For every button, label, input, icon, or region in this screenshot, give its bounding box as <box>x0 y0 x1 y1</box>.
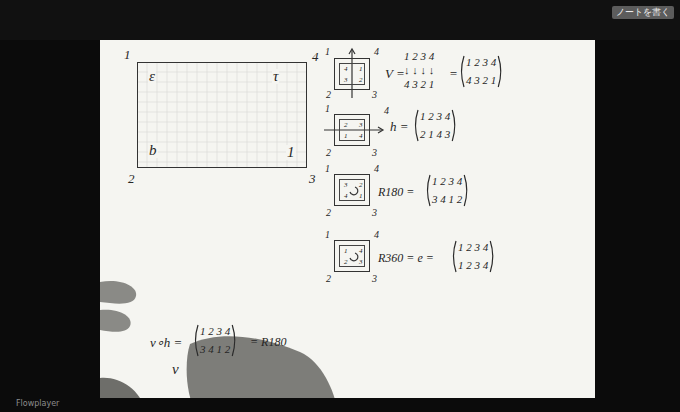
corner-number: 2 <box>326 90 331 100</box>
node-text: 1 <box>358 66 364 73</box>
corner-number: 2 <box>326 274 331 284</box>
matrix-row: 1 2 3 4 <box>466 57 496 68</box>
equation-text: V = <box>385 67 405 80</box>
node-text: 3 <box>358 259 364 266</box>
small-square: 3 2 4 1 <box>334 174 370 206</box>
node-text: 1 <box>286 145 296 160</box>
equation-text: h = <box>390 120 409 133</box>
corner-number: 4 <box>374 47 379 57</box>
hands <box>100 281 338 412</box>
matrix-row: 1 2 3 4 <box>404 51 434 62</box>
small-square: 1 4 2 3 <box>334 240 370 272</box>
equation-text: v∘h = <box>150 336 182 349</box>
node-text: 1 <box>343 248 349 255</box>
matrix-row: 1 2 3 4 <box>432 176 462 187</box>
equation-text: R180 = <box>378 186 414 198</box>
corner-number: 4 <box>384 106 389 116</box>
arrow-row: ↓ ↓ ↓ ↓ <box>404 65 434 76</box>
node-text: 2 <box>343 259 349 266</box>
matrix-row: 1 2 3 4 <box>458 242 488 253</box>
bracket <box>490 241 493 272</box>
equation-text: = <box>449 67 458 80</box>
bracket <box>464 175 467 206</box>
corner-number: 4 <box>374 230 379 240</box>
note-button: ノートを書く <box>612 6 674 19</box>
matrix-row: 1 2 3 4 <box>420 111 450 122</box>
small-square: 2 3 1 4 <box>334 114 370 146</box>
figure-rectangle: ε τ b 1 <box>137 62 307 168</box>
corner-number: 2 <box>326 148 331 158</box>
paper <box>100 40 595 398</box>
node-text: ε <box>148 69 156 84</box>
node-text: 1 <box>343 133 349 140</box>
node-text: 3 <box>343 77 349 84</box>
node-text: 4 <box>358 133 364 140</box>
rotation-mark <box>350 187 358 195</box>
corner-number: 1 <box>325 47 330 57</box>
matrix-row: 4 3 2 1 <box>466 75 496 86</box>
small-square: 4 1 3 2 <box>334 58 370 90</box>
corner-number: 3 <box>372 148 377 158</box>
corner-number: 3 <box>372 208 377 218</box>
node-text: 2 <box>343 122 349 129</box>
bracket <box>452 110 455 141</box>
bracket <box>462 56 465 87</box>
matrix-row: 4 3 2 1 <box>404 79 434 90</box>
bracket <box>498 56 501 87</box>
bracket <box>416 110 419 141</box>
bracket <box>428 175 431 206</box>
corner-number: 1 <box>325 230 330 240</box>
matrix-row: 1 2 3 4 <box>200 326 230 337</box>
equation-text: = R180 <box>250 336 286 348</box>
node-text: 1 <box>358 193 364 200</box>
node-text: 4 <box>343 193 349 200</box>
node-text: 4 <box>358 248 364 255</box>
watermark: Flowplayer <box>16 400 59 408</box>
corner-number: 4 <box>374 164 379 174</box>
bracket <box>196 325 199 356</box>
corner-number: 1 <box>124 48 131 61</box>
equation-text: v <box>172 362 179 377</box>
rotation-mark <box>350 253 358 261</box>
corner-number: 3 <box>309 172 316 185</box>
matrix-row: 3 4 1 2 <box>432 194 462 205</box>
node-text: 3 <box>358 122 364 129</box>
corner-number: 1 <box>325 164 330 174</box>
corner-number: 1 <box>325 104 330 114</box>
node-text: b <box>148 143 158 158</box>
node-text: 3 <box>343 182 349 189</box>
bracket <box>232 325 235 356</box>
node-text: 4 <box>343 66 349 73</box>
corner-number: 2 <box>326 208 331 218</box>
matrix-row: 3 4 1 2 <box>200 344 230 355</box>
bracket <box>454 241 457 272</box>
matrix-row: 2 1 4 3 <box>420 129 450 140</box>
symmetry-axes <box>324 49 383 261</box>
top-bar <box>0 0 680 40</box>
matrix-row: 1 2 3 4 <box>458 260 488 271</box>
node-text: 2 <box>358 182 364 189</box>
corner-number: 3 <box>372 274 377 284</box>
node-text: τ <box>272 69 279 84</box>
corner-number: 3 <box>372 90 377 100</box>
corner-number: 4 <box>312 50 319 63</box>
node-text: 2 <box>358 77 364 84</box>
corner-number: 2 <box>128 172 135 185</box>
equation-text: R360 = e = <box>378 252 434 264</box>
grid <box>137 62 307 168</box>
bottom-bar <box>0 398 680 412</box>
